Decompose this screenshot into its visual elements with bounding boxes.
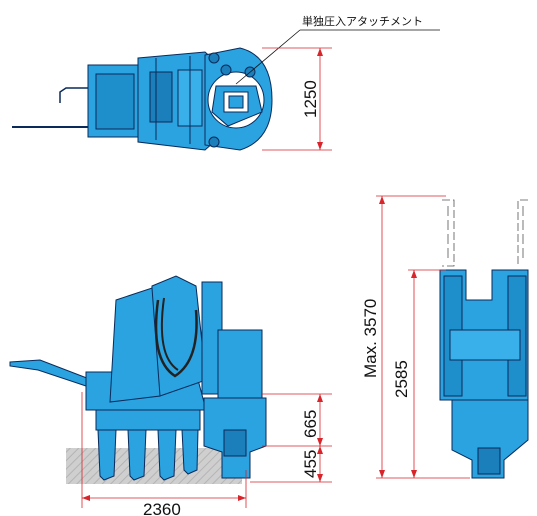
- dim-label-455: 455: [301, 450, 320, 478]
- attachment-callout: 単独圧入アタッチメント: [235, 14, 440, 85]
- dim-label-max-3570: Max. 3570: [361, 299, 380, 378]
- front-view-ghost: [442, 199, 528, 267]
- callout-label: 単独圧入アタッチメント: [302, 14, 423, 28]
- dim-front-heights: Max. 3570 2585: [361, 195, 470, 479]
- dim-top-width: 1250: [262, 47, 332, 151]
- dim-label-1250: 1250: [301, 80, 320, 118]
- ground-section: [66, 448, 242, 484]
- dim-side-length: 2360: [81, 392, 247, 516]
- dim-side-heights: 665 455: [250, 393, 332, 483]
- front-view: [439, 269, 529, 479]
- dim-label-2585: 2585: [392, 360, 411, 398]
- dim-label-2360: 2360: [143, 500, 181, 516]
- dim-label-665: 665: [301, 410, 320, 438]
- top-view: [12, 47, 273, 151]
- side-view: [9, 275, 267, 481]
